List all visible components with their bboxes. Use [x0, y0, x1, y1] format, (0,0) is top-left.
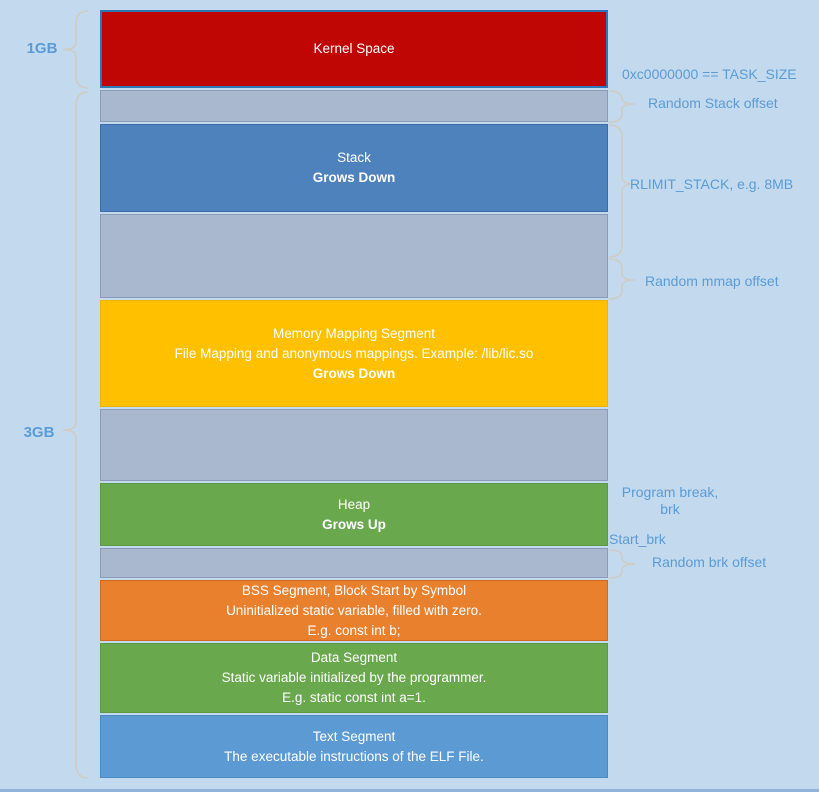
segment-title: Memory Mapping Segment: [272, 325, 436, 341]
label-rlimit-stack: RLIMIT_STACK, e.g. 8MB: [630, 176, 794, 192]
segment-description: Uninitialized static variable, filled wi…: [226, 602, 482, 618]
bottom-edge-strip: [0, 789, 819, 792]
segment-title: Data Segment: [310, 650, 398, 665]
segment-description: File Mapping and anonymous mappings. Exa…: [174, 345, 534, 361]
gap-random-stack-offset: [100, 90, 608, 122]
segment-title: Stack: [337, 150, 371, 165]
segment-example: E.g. static const int a=1.: [282, 690, 426, 705]
label-3gb: 3GB: [23, 424, 55, 441]
segment-data: Data Segment Static variable initialized…: [100, 643, 608, 713]
brace-random-brk-offset: [608, 549, 636, 579]
brace-random-stack-offset: [608, 90, 636, 123]
brace-1gb: [62, 10, 89, 89]
segment-text: Text Segment The executable instructions…: [100, 715, 608, 778]
segment-description: Static variable initialized by the progr…: [221, 670, 487, 685]
segment-heap: Heap Grows Up: [100, 483, 608, 546]
segment-title: Text Segment: [312, 728, 396, 744]
label-program-break-line2: brk: [660, 501, 680, 517]
gap-random-mmap-offset: [100, 214, 608, 298]
label-1gb: 1GB: [26, 40, 58, 57]
label-task-size: 0xc0000000 == TASK_SIZE: [622, 66, 797, 82]
label-program-break-line1: Program break,: [621, 484, 719, 500]
segment-kernel-space: Kernel Space: [100, 10, 608, 88]
label-random-brk-offset: Random brk offset: [652, 554, 767, 570]
segment-bss: BSS Segment, Block Start by Symbol Unini…: [100, 580, 608, 641]
label-program-break: Program break, brk: [617, 484, 723, 518]
segment-stack: Stack Grows Down: [100, 124, 608, 212]
segment-grow-direction: Grows Down: [312, 170, 396, 185]
segment-description: The executable instructions of the ELF F…: [224, 748, 484, 764]
segment-title: BSS Segment, Block Start by Symbol: [241, 582, 467, 598]
segment-title: Kernel Space: [313, 41, 395, 56]
label-random-mmap-offset: Random mmap offset: [645, 273, 779, 289]
label-random-stack-offset: Random Stack offset: [648, 95, 778, 111]
label-start-brk: Start_brk: [609, 531, 666, 547]
gap-random-brk-offset: [100, 548, 608, 578]
segment-grow-direction: Grows Up: [322, 516, 386, 532]
brace-random-mmap-offset: [608, 258, 636, 300]
segment-memory-mapping: Memory Mapping Segment File Mapping and …: [100, 300, 608, 407]
segment-example: E.g. const int b;: [307, 622, 401, 638]
segment-grow-direction: Grows Down: [312, 365, 396, 381]
brace-3gb: [62, 91, 89, 779]
gap-unallocated: [100, 409, 608, 481]
segment-title: Heap: [337, 496, 371, 512]
